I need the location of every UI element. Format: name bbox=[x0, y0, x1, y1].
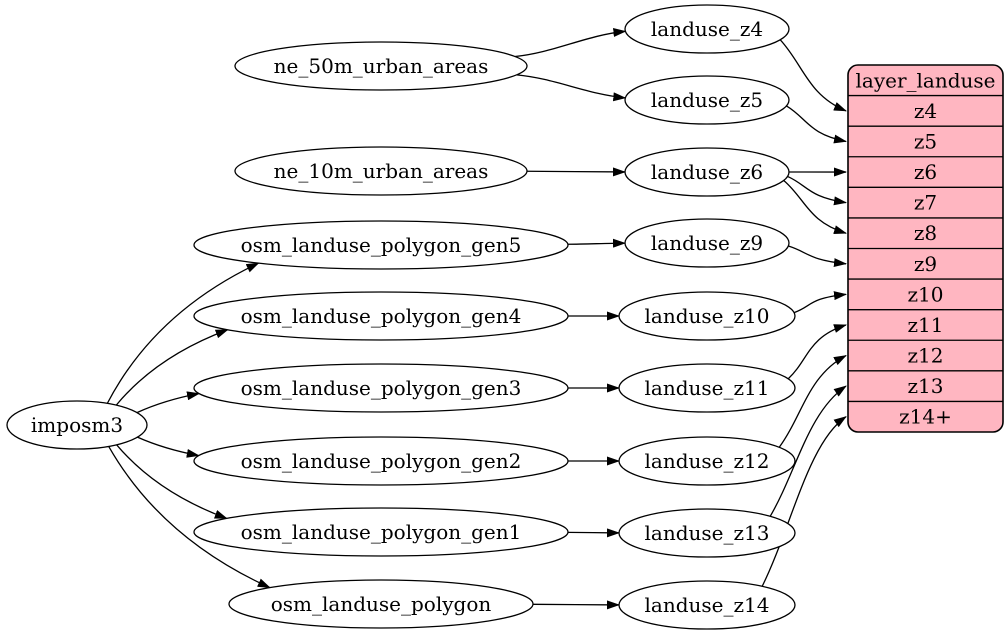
edge-landuse_z5-to-z5 bbox=[786, 105, 847, 144]
node-ellipse-landuse_z9 bbox=[624, 218, 790, 268]
node-label-landuse_z10: landuse_z10 bbox=[645, 304, 770, 328]
edge-landuse_z11-to-z11 bbox=[787, 324, 847, 380]
node-ellipse-ne_50m_urban_areas bbox=[234, 41, 528, 91]
node-ellipse-landuse_z12 bbox=[618, 436, 796, 486]
node-label-landuse_z4: landuse_z4 bbox=[651, 17, 763, 41]
node-label-osm_landuse_polygon: osm_landuse_polygon bbox=[271, 592, 492, 616]
edge-landuse_z9-to-z9 bbox=[788, 245, 847, 268]
node-ellipse-osm_landuse_polygon bbox=[228, 579, 534, 629]
graph-node-osm_landuse_polygon: osm_landuse_polygon bbox=[228, 579, 534, 629]
edge-landuse_z6-to-z7 bbox=[787, 175, 847, 206]
edge-ne_50m_urban_areas-to-landuse_z5 bbox=[516, 74, 627, 102]
node-ellipse-ne_10m_urban_areas bbox=[234, 146, 528, 196]
node-label-landuse_z13: landuse_z13 bbox=[645, 521, 770, 545]
node-label-landuse_z14: landuse_z14 bbox=[645, 593, 770, 617]
node-ellipse-landuse_z4 bbox=[624, 4, 790, 54]
graph-node-landuse_z10: landuse_z10 bbox=[618, 291, 796, 341]
table-title: layer_landuse bbox=[856, 68, 996, 92]
node-ellipse-osm_landuse_polygon_gen5 bbox=[193, 220, 569, 270]
node-label-ne_10m_urban_areas: ne_10m_urban_areas bbox=[274, 159, 489, 183]
table-layer-landuse: layer_landuse z4 z5 z6 z7 z8 z9 z10 z11 z12 z13 z14… bbox=[847, 64, 1004, 433]
edge-imposm3-to-osm_landuse_polygon_gen4 bbox=[115, 329, 229, 406]
table-row-z12: z12 bbox=[908, 344, 944, 368]
table-row-z11: z11 bbox=[908, 313, 944, 337]
edge-landuse_z12-to-z12 bbox=[778, 354, 847, 448]
node-label-osm_landuse_polygon_gen2: osm_landuse_polygon_gen2 bbox=[241, 449, 522, 473]
graph-node-osm_landuse_polygon_gen4: osm_landuse_polygon_gen4 bbox=[193, 291, 569, 341]
edge-ne_10m_urban_areas-to-landuse_z6 bbox=[526, 167, 626, 177]
graph-node-landuse_z9: landuse_z9 bbox=[624, 218, 790, 268]
graph-node-osm_landuse_polygon_gen3: osm_landuse_polygon_gen3 bbox=[193, 363, 569, 413]
graph-node-osm_landuse_polygon_gen2: osm_landuse_polygon_gen2 bbox=[193, 436, 569, 486]
node-label-landuse_z11: landuse_z11 bbox=[645, 376, 770, 400]
node-label-landuse_z5: landuse_z5 bbox=[651, 88, 763, 112]
node-label-ne_50m_urban_areas: ne_50m_urban_areas bbox=[274, 54, 489, 78]
node-label-imposm3: imposm3 bbox=[31, 413, 123, 437]
table-row-z7: z7 bbox=[914, 191, 937, 215]
table-row-z13: z13 bbox=[908, 374, 944, 398]
table-row-z5: z5 bbox=[914, 129, 937, 153]
edge-landuse_z14-to-z14+ bbox=[761, 416, 847, 587]
nodes-layer: imposm3 ne_50m_urban_areas ne_10m_urban_ar… bbox=[6, 4, 796, 630]
node-ellipse-osm_landuse_polygon_gen3 bbox=[193, 363, 569, 413]
graph-node-osm_landuse_polygon_gen1: osm_landuse_polygon_gen1 bbox=[193, 507, 569, 557]
node-label-osm_landuse_polygon_gen4: osm_landuse_polygon_gen4 bbox=[241, 304, 522, 328]
edge-osm_landuse_polygon_gen5-to-landuse_z9 bbox=[567, 238, 627, 248]
edge-osm_landuse_polygon_gen1-to-landuse_z13 bbox=[567, 528, 620, 538]
graph-node-osm_landuse_polygon_gen5: osm_landuse_polygon_gen5 bbox=[193, 220, 569, 270]
edge-landuse_z13-to-z13 bbox=[769, 385, 847, 517]
node-ellipse-imposm3 bbox=[6, 400, 148, 450]
table-row-z6: z6 bbox=[914, 160, 937, 184]
edges-layer bbox=[106, 28, 847, 610]
node-ellipse-landuse_z11 bbox=[618, 363, 796, 413]
node-label-osm_landuse_polygon_gen1: osm_landuse_polygon_gen1 bbox=[241, 520, 522, 544]
edge-imposm3-to-osm_landuse_polygon_gen2 bbox=[137, 436, 200, 458]
graph-node-landuse_z12: landuse_z12 bbox=[618, 436, 796, 486]
edge-ne_50m_urban_areas-to-landuse_z4 bbox=[514, 28, 627, 58]
node-ellipse-osm_landuse_polygon_gen1 bbox=[193, 507, 569, 557]
edge-imposm3-to-osm_landuse_polygon_gen1 bbox=[116, 444, 228, 520]
edge-osm_landuse_polygon-to-landuse_z14 bbox=[532, 600, 620, 610]
node-ellipse-landuse_z14 bbox=[618, 580, 796, 630]
graph-node-landuse_z13: landuse_z13 bbox=[618, 508, 796, 558]
node-label-landuse_z6: landuse_z6 bbox=[651, 160, 763, 184]
edge-imposm3-to-osm_landuse_polygon_gen3 bbox=[136, 391, 201, 414]
edge-imposm3-to-osm_landuse_polygon bbox=[108, 446, 271, 589]
node-label-osm_landuse_polygon_gen5: osm_landuse_polygon_gen5 bbox=[241, 233, 522, 257]
table-row-z9: z9 bbox=[914, 252, 937, 276]
node-ellipse-osm_landuse_polygon_gen4 bbox=[193, 291, 569, 341]
edge-landuse_z6-to-z8 bbox=[783, 179, 847, 234]
node-label-landuse_z12: landuse_z12 bbox=[645, 449, 770, 473]
graph-node-imposm3: imposm3 bbox=[6, 400, 148, 450]
graph-node-ne_50m_urban_areas: ne_50m_urban_areas bbox=[234, 41, 528, 91]
edge-imposm3-to-osm_landuse_polygon_gen5 bbox=[106, 262, 260, 404]
node-ellipse-landuse_z5 bbox=[624, 75, 790, 125]
graph-node-landuse_z4: landuse_z4 bbox=[624, 4, 790, 54]
node-ellipse-landuse_z6 bbox=[624, 147, 790, 197]
node-label-osm_landuse_polygon_gen3: osm_landuse_polygon_gen3 bbox=[241, 376, 522, 400]
edge-landuse_z4-to-z4 bbox=[779, 39, 847, 112]
table-row-z8: z8 bbox=[914, 221, 937, 245]
node-ellipse-landuse_z13 bbox=[618, 508, 796, 558]
node-ellipse-landuse_z10 bbox=[618, 291, 796, 341]
table-row-z4: z4 bbox=[914, 99, 937, 123]
graph-node-landuse_z14: landuse_z14 bbox=[618, 580, 796, 630]
graph-node-ne_10m_urban_areas: ne_10m_urban_areas bbox=[234, 146, 528, 196]
table-row-z10: z10 bbox=[908, 282, 944, 306]
edge-landuse_z10-to-z10 bbox=[793, 291, 847, 314]
node-ellipse-osm_landuse_polygon_gen2 bbox=[193, 436, 569, 486]
graph-node-landuse_z5: landuse_z5 bbox=[624, 75, 790, 125]
graph-node-landuse_z6: landuse_z6 bbox=[624, 147, 790, 197]
node-label-landuse_z9: landuse_z9 bbox=[651, 231, 763, 255]
table-row-z14+: z14+ bbox=[899, 405, 952, 429]
graph-node-landuse_z11: landuse_z11 bbox=[618, 363, 796, 413]
